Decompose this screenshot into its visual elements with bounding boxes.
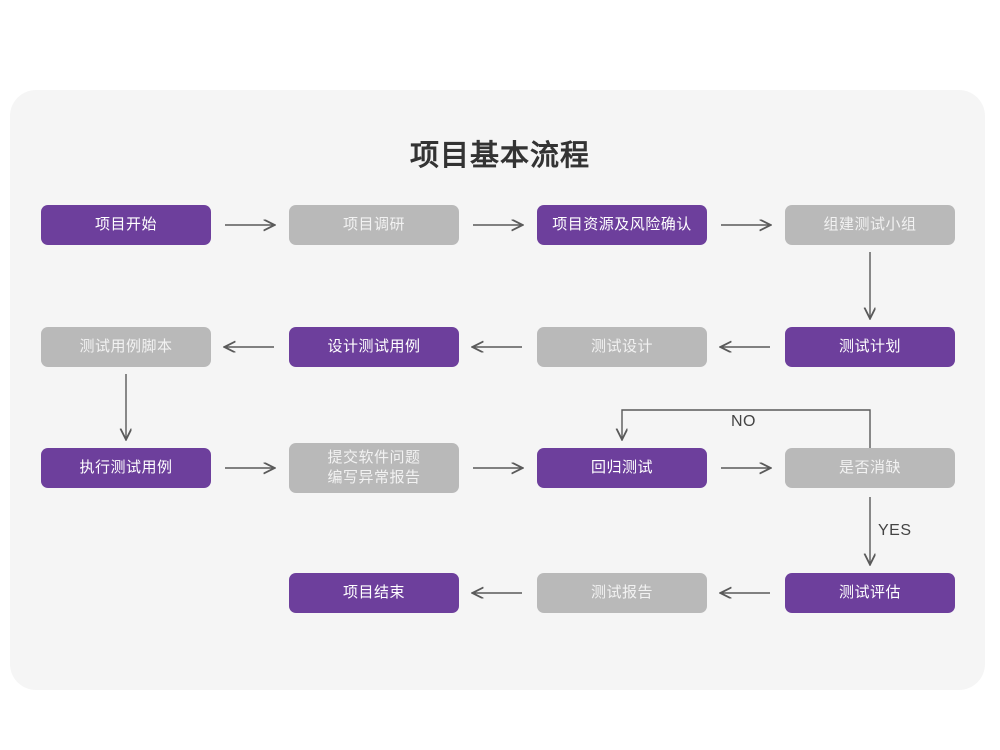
node-submit-issue-report[interactable]: 提交软件问题 编写异常报告 (289, 443, 459, 493)
node-project-end[interactable]: 项目结束 (289, 573, 459, 613)
node-regression-test[interactable]: 回归测试 (537, 448, 707, 488)
node-test-plan[interactable]: 测试计划 (785, 327, 955, 367)
node-design-test-case[interactable]: 设计测试用例 (289, 327, 459, 367)
node-build-test-team[interactable]: 组建测试小组 (785, 205, 955, 245)
node-project-start[interactable]: 项目开始 (41, 205, 211, 245)
page-title: 项目基本流程 (409, 140, 590, 172)
node-execute-test-case[interactable]: 执行测试用例 (41, 448, 211, 488)
edge-label-no: NO (731, 413, 756, 430)
node-test-case-script[interactable]: 测试用例脚本 (41, 327, 211, 367)
node-resource-risk-confirm[interactable]: 项目资源及风险确认 (537, 205, 707, 245)
node-defect-cleared[interactable]: 是否消缺 (785, 448, 955, 488)
node-test-report[interactable]: 测试报告 (537, 573, 707, 613)
edge-label-yes: YES (878, 522, 912, 539)
node-project-research[interactable]: 项目调研 (289, 205, 459, 245)
node-test-design[interactable]: 测试设计 (537, 327, 707, 367)
node-test-evaluation[interactable]: 测试评估 (785, 573, 955, 613)
